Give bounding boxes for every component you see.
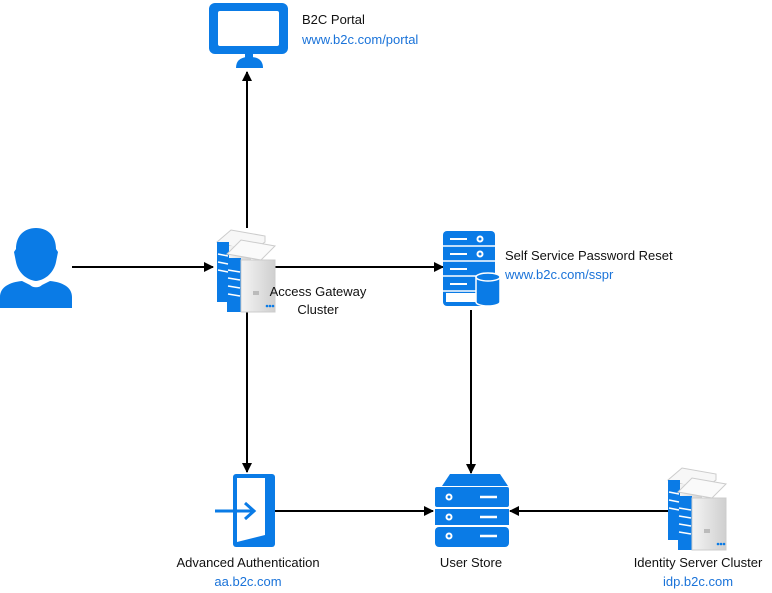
idp-title: Identity Server Cluster (633, 555, 763, 570)
door-login-icon[interactable] (215, 474, 275, 547)
monitor-icon[interactable] (209, 3, 288, 68)
aa-url[interactable]: aa.b2c.com (214, 574, 282, 589)
server-database-icon[interactable] (443, 231, 501, 307)
server-cluster-icon-idp[interactable] (666, 467, 728, 551)
portal-title: B2C Portal (302, 12, 365, 27)
gateway-title-line1: Access Gateway (269, 284, 367, 299)
userstore-title: User Store (439, 555, 503, 570)
storage-server-icon[interactable] (435, 474, 509, 547)
edges (72, 71, 668, 516)
sspr-url[interactable]: www.b2c.com/sspr (505, 267, 614, 282)
aa-title: Advanced Authentication (176, 555, 320, 570)
portal-url[interactable]: www.b2c.com/portal (302, 32, 419, 47)
server-cluster-icon[interactable] (215, 229, 277, 313)
user-icon[interactable] (0, 228, 72, 308)
sspr-title: Self Service Password Reset (505, 248, 673, 263)
idp-url[interactable]: idp.b2c.com (662, 574, 734, 589)
gateway-title-line2: Cluster (297, 302, 339, 317)
